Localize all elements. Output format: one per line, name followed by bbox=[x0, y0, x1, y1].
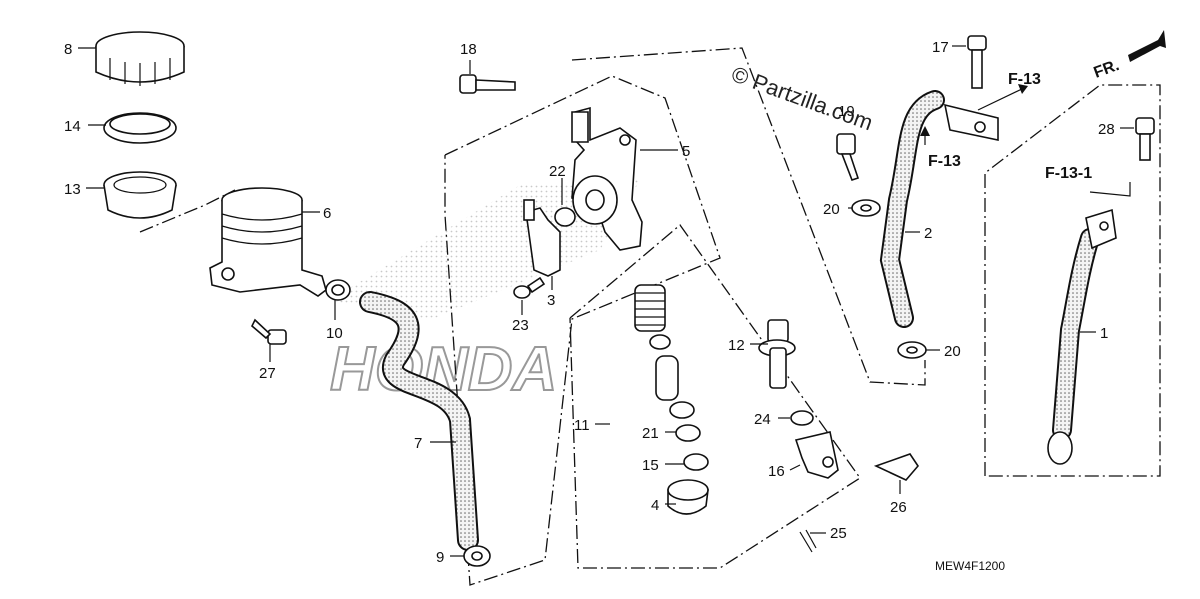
ref-f131-leader bbox=[1089, 182, 1131, 197]
bolt-27[interactable] bbox=[251, 318, 287, 345]
callout-24: 24 bbox=[754, 411, 771, 428]
hose-joint-22[interactable] bbox=[523, 199, 576, 277]
push-rod[interactable] bbox=[758, 319, 796, 389]
arrow-head-f13-a bbox=[1018, 84, 1028, 94]
hose-group-outline bbox=[444, 75, 721, 586]
callout-28: 28 bbox=[1098, 121, 1115, 138]
partzilla-watermark: © Partzilla.com bbox=[728, 61, 876, 135]
washer-20-lower[interactable] bbox=[897, 341, 927, 359]
piston-set[interactable] bbox=[634, 284, 709, 515]
washer-20-upper[interactable] bbox=[851, 199, 881, 217]
callout-2: 2 bbox=[924, 225, 932, 242]
ref-f13-1[interactable]: F-13-1 bbox=[1045, 165, 1092, 182]
brake-hose-2[interactable] bbox=[879, 90, 999, 328]
leader-lines bbox=[78, 45, 1134, 557]
callout-14: 14 bbox=[64, 118, 81, 135]
screw-23[interactable] bbox=[513, 276, 546, 299]
rear-master-cylinder[interactable] bbox=[571, 106, 643, 251]
arrow-head-f13-b bbox=[920, 126, 930, 136]
reservoir-plate[interactable] bbox=[103, 112, 177, 144]
hose-clip-9[interactable] bbox=[463, 545, 491, 567]
callout-7: 7 bbox=[414, 435, 422, 452]
reservoir-cap[interactable] bbox=[95, 31, 185, 86]
nut-24[interactable] bbox=[790, 410, 814, 426]
cotter-pin-25[interactable] bbox=[799, 529, 817, 553]
callout-8: 8 bbox=[64, 41, 72, 58]
callout-19: 19 bbox=[838, 103, 855, 120]
callout-3: 3 bbox=[547, 292, 555, 309]
rod-joint-16[interactable] bbox=[794, 431, 839, 479]
diagram-code: MEW4F1200 bbox=[935, 559, 1005, 573]
callout-12: 12 bbox=[728, 337, 745, 354]
callout-5: 5 bbox=[682, 143, 690, 160]
callout-16: 16 bbox=[768, 463, 785, 480]
callout-9: 9 bbox=[436, 549, 444, 566]
callout-4: 4 bbox=[651, 497, 659, 514]
callout-6: 6 bbox=[323, 205, 331, 222]
master-cylinder-outline bbox=[571, 47, 926, 386]
bolt-18[interactable] bbox=[459, 74, 516, 94]
callout-26: 26 bbox=[890, 499, 907, 516]
reservoir-diaphragm[interactable] bbox=[103, 171, 177, 219]
inner-parts-outline bbox=[569, 224, 861, 569]
callout-15: 15 bbox=[642, 457, 659, 474]
callout-1: 1 bbox=[1100, 325, 1108, 342]
reservoir-tank[interactable] bbox=[209, 187, 327, 297]
front-arrow-icon bbox=[1128, 30, 1166, 62]
ref-f13-lower[interactable]: F-13 bbox=[928, 153, 961, 170]
callout-22: 22 bbox=[549, 163, 566, 180]
callout-20-lower: 20 bbox=[944, 343, 961, 360]
hose-clip-10[interactable] bbox=[325, 279, 351, 301]
brake-hose-1[interactable] bbox=[1047, 208, 1117, 465]
callout-27: 27 bbox=[259, 365, 276, 382]
bolt-19[interactable] bbox=[836, 133, 860, 182]
bolt-17[interactable] bbox=[967, 35, 987, 89]
arrow-to-f13-a bbox=[977, 87, 1025, 111]
front-indicator: FR. bbox=[1092, 57, 1122, 82]
ref-f13-upper[interactable]: F-13 bbox=[1008, 71, 1041, 88]
clip-26[interactable] bbox=[873, 453, 920, 481]
callout-17: 17 bbox=[932, 39, 949, 56]
callout-18: 18 bbox=[460, 41, 477, 58]
callout-11: 11 bbox=[574, 417, 590, 434]
rear-hose-group-outline bbox=[984, 84, 1161, 477]
callout-20-upper: 20 bbox=[823, 201, 840, 218]
callout-10: 10 bbox=[326, 325, 343, 342]
reservoir-hose[interactable] bbox=[359, 291, 479, 551]
bolt-28[interactable] bbox=[1135, 117, 1155, 161]
callout-23: 23 bbox=[512, 317, 529, 334]
callout-25: 25 bbox=[830, 525, 847, 542]
callout-13: 13 bbox=[64, 181, 81, 198]
callout-21: 21 bbox=[642, 425, 659, 442]
